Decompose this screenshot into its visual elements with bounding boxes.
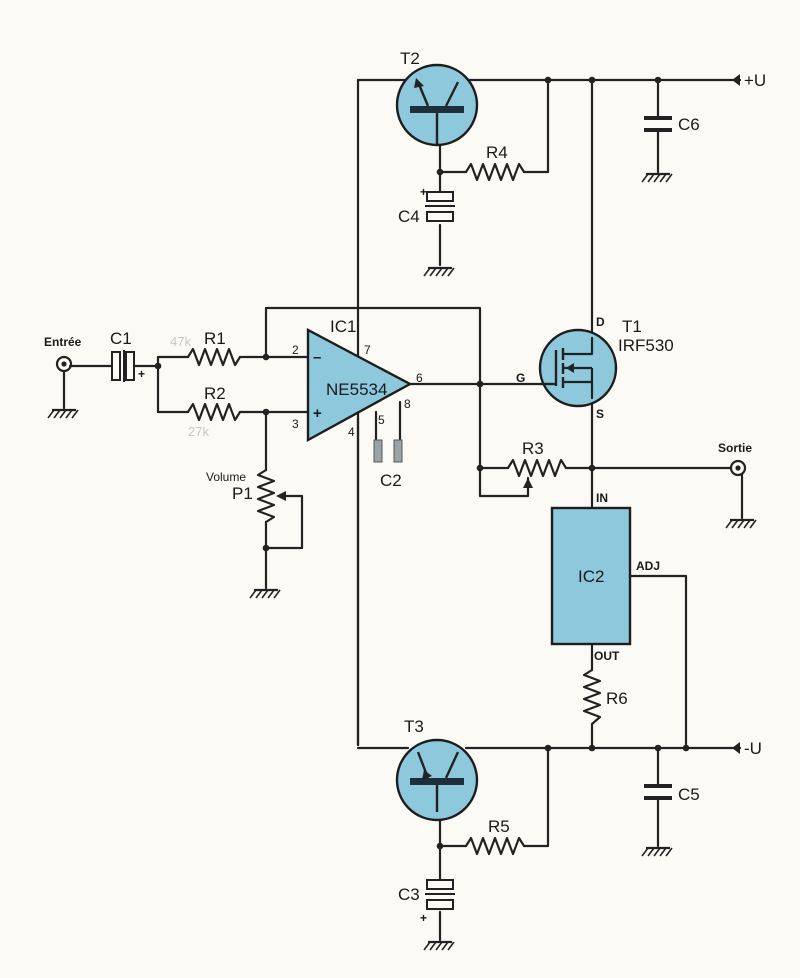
svg-text:27k: 27k [188,424,209,439]
svg-text:R4: R4 [486,143,508,162]
svg-text:G: G [516,371,525,385]
svg-text:C4: C4 [398,207,420,226]
svg-text:4: 4 [348,425,355,439]
svg-text:3: 3 [292,417,299,431]
svg-text:47k: 47k [170,334,191,349]
svg-text:S: S [596,407,604,421]
svg-text:C1: C1 [110,329,132,348]
svg-text:C2: C2 [380,471,402,490]
svg-text:R3: R3 [522,439,544,458]
svg-text:R2: R2 [204,384,226,403]
svg-text:2: 2 [292,343,299,357]
capacitor-c6: C6 [644,115,700,134]
svg-text:NE5534: NE5534 [326,380,387,399]
svg-text:5: 5 [378,413,385,427]
svg-text:–: – [313,349,321,366]
junction-dots [154,76,690,850]
resistor-r6: R6 [582,668,628,726]
svg-text:8: 8 [404,397,411,411]
neg-supply-terminal: -U [732,739,762,758]
svg-text:R5: R5 [488,817,510,836]
resistor-r5: R5 [464,817,526,856]
svg-text:Volume: Volume [206,470,246,484]
capacitor-c2: C2 [373,439,403,490]
svg-text:T1: T1 [622,317,642,336]
svg-text:OUT: OUT [594,649,620,663]
svg-text:IC1: IC1 [330,317,356,336]
svg-text:7: 7 [364,343,371,357]
svg-text:IC2: IC2 [578,567,604,586]
resistor-r1: R1 47k [170,329,242,367]
opamp-ic1: IC1 NE5534 – + 2 3 7 6 4 5 8 [292,317,423,443]
resistor-r3: R3 [506,439,568,488]
transistor-t3: T3 [395,717,479,822]
resistor-r2: R2 27k [186,384,242,439]
svg-text:Entrée: Entrée [44,335,82,349]
regulator-ic2: IC2 IN OUT ADJ [550,491,660,663]
pos-supply-terminal: +U [732,71,766,90]
transistor-t2: T2 [395,49,479,147]
mosfet-t1: T1 IRF530 G D S [516,315,674,421]
svg-text:+: + [138,367,145,381]
svg-text:ADJ: ADJ [636,559,660,573]
svg-text:C3: C3 [398,885,420,904]
capacitor-c3: C3 + [398,879,455,925]
svg-text:D: D [596,315,605,329]
svg-text:C6: C6 [678,115,700,134]
capacitor-c1: C1 + [110,329,145,382]
capacitor-c5: C5 [644,784,700,804]
svg-text:+: + [420,911,427,925]
output-jack: Sortie [718,441,752,477]
wiring [62,78,744,942]
svg-text:+: + [313,405,322,422]
svg-text:+U: +U [744,71,766,90]
capacitor-c4: C4 + [398,185,455,226]
svg-text:IN: IN [596,491,608,505]
potentiometer-p1: Volume P1 [206,468,286,524]
svg-text:T2: T2 [400,49,420,68]
svg-text:6: 6 [416,371,423,385]
svg-text:IRF530: IRF530 [618,336,674,355]
svg-text:P1: P1 [232,484,253,503]
svg-text:T3: T3 [404,717,424,736]
input-jack: Entrée [44,335,82,373]
svg-text:C5: C5 [678,785,700,804]
svg-text:Sortie: Sortie [718,441,752,455]
svg-text:+: + [420,185,427,199]
svg-text:R6: R6 [606,689,628,708]
svg-text:R1: R1 [204,329,226,348]
resistor-r4: R4 [464,143,526,182]
svg-text:-U: -U [744,739,762,758]
